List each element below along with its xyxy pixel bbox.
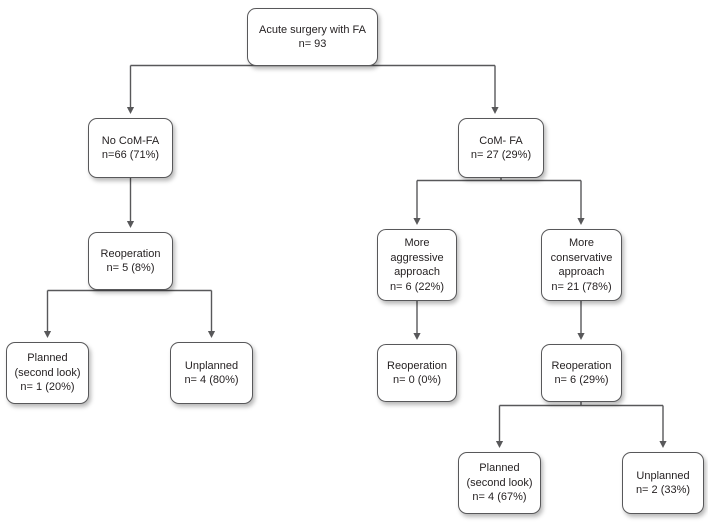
reoperation-left-node: Reoperation n= 5 (8%): [88, 232, 173, 290]
arrow-to-com-fa: [491, 107, 499, 114]
acute-surgery-node: Acute surgery with FA n= 93: [247, 8, 378, 66]
unplanned-right-node: Unplanned n= 2 (33%): [622, 452, 704, 514]
node-label: Planned (second look) n= 4 (67%): [466, 462, 533, 504]
node-label: Reoperation n= 0 (0%): [387, 359, 447, 387]
arrow-to-more-conservative: [577, 218, 585, 225]
arrow-to-planned-right: [495, 441, 504, 448]
com-fa-node: CoM- FA n= 27 (29%): [458, 118, 544, 178]
reoperation-left-split: [46, 289, 213, 336]
more-aggressive-approach-node: More aggressive approach n= 6 (22%): [377, 229, 457, 301]
node-label: More aggressive approach n= 6 (22%): [389, 237, 445, 293]
node-label: CoM- FA n= 27 (29%): [470, 134, 532, 162]
arrow-to-reoperation-left: [126, 221, 135, 228]
arrow-to-no-com-fa: [126, 107, 135, 114]
node-label: Unplanned n= 2 (33%): [635, 469, 691, 497]
more-conservative-approach-node: More conservative approach n= 21 (78%): [541, 229, 622, 301]
arrow-to-more-aggressive: [413, 218, 421, 225]
node-label: Reoperation n= 6 (29%): [551, 359, 612, 387]
no-com-fa-node: No CoM-FA n=66 (71%): [88, 118, 173, 178]
arrow-to-planned-left: [43, 331, 52, 338]
arrow-to-unplanned-left: [207, 331, 216, 338]
node-label: No CoM-FA n=66 (71%): [101, 134, 160, 162]
arrow-to-reoperation-conservative: [577, 333, 585, 340]
node-label: Reoperation n= 5 (8%): [100, 247, 161, 275]
reoperation-conservative-split: [498, 404, 664, 446]
root-to-no-com-fa: [129, 64, 495, 112]
node-label: More conservative approach n= 21 (78%): [550, 237, 613, 293]
node-label: Unplanned n= 4 (80%): [184, 359, 239, 387]
com-fa-split: [416, 179, 582, 223]
planned-second-look-left-node: Planned (second look) n= 1 (20%): [6, 342, 89, 404]
node-label: Acute surgery with FA n= 93: [259, 23, 366, 51]
reoperation-conservative-node: Reoperation n= 6 (29%): [541, 344, 622, 402]
arrow-to-reoperation-aggressive: [413, 333, 421, 340]
planned-second-look-right-node: Planned (second look) n= 4 (67%): [458, 452, 541, 514]
reoperation-aggressive-node: Reoperation n= 0 (0%): [377, 344, 457, 402]
node-label: Planned (second look) n= 1 (20%): [14, 352, 81, 394]
arrow-to-unplanned-right: [659, 441, 667, 448]
unplanned-left-node: Unplanned n= 4 (80%): [170, 342, 253, 404]
